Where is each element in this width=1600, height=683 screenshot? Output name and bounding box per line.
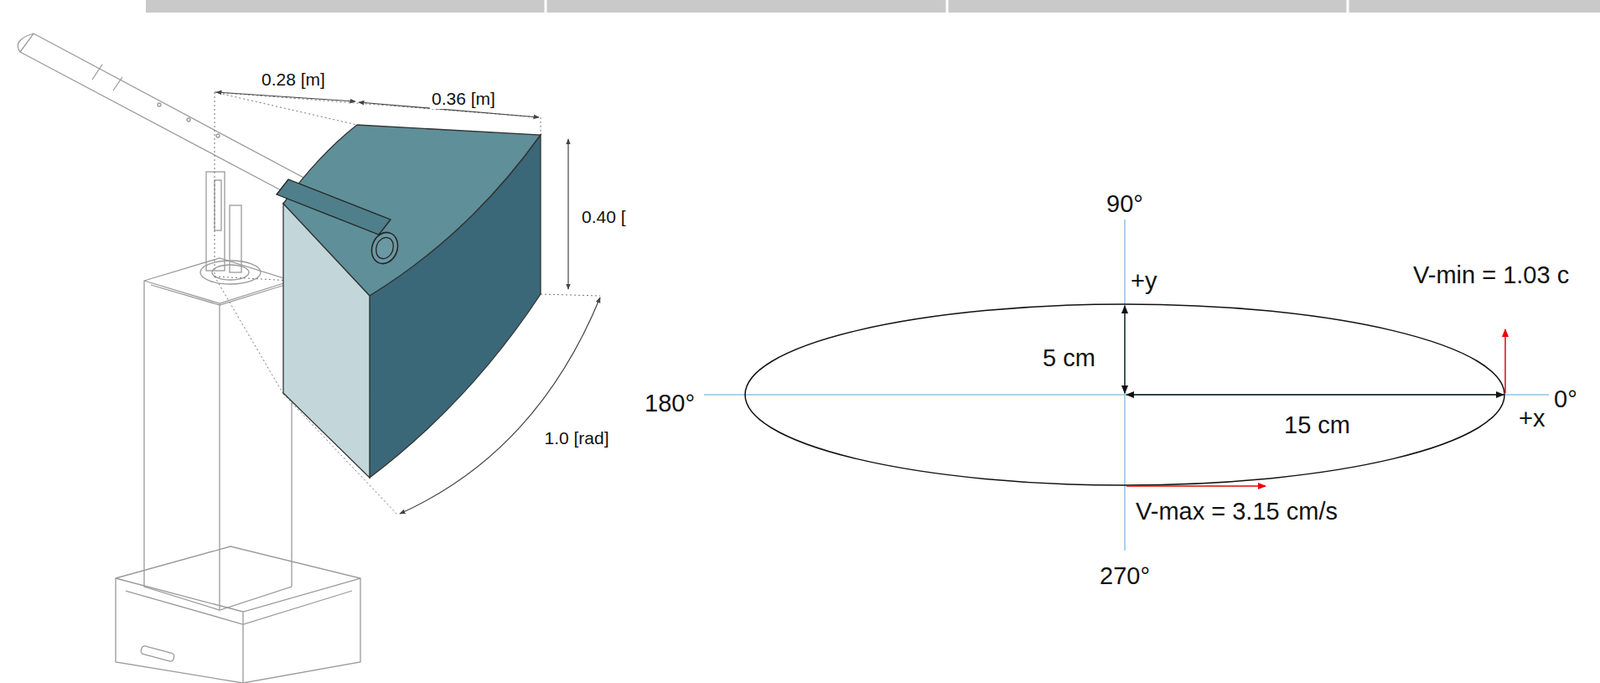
angle-label: 180° [642,390,697,418]
y-axis [1123,219,1126,551]
semi-major-arrow [1126,393,1504,395]
semi-minor-arrow [1123,305,1125,394]
dimension-label: 0.40 [ [579,207,628,227]
dimension-label: 5 cm [1040,345,1098,373]
dimension-arrows [216,92,601,514]
velocity-label: V-min = 1.03 c [1411,262,1571,290]
angle-label: 0° [1552,386,1580,414]
tool-tube [276,179,403,268]
construction-lines [214,92,601,516]
x-axis [704,393,1549,396]
angle-label: 270° [1097,563,1152,591]
angle-label: 90° [1104,191,1145,218]
workspace-front [369,134,541,478]
bar-separators [545,0,1348,13]
velocity-max-arrow [1126,485,1266,487]
axis-label: +y [1128,268,1159,296]
workspace-side [283,203,370,478]
velocity-label: V-max = 3.15 cm/s [1133,498,1340,526]
axis-label: +x [1517,405,1547,433]
velocity-min-arrow [1504,329,1507,394]
dimension-label: 0.28 [m] [259,69,327,89]
dimension-label: 1.0 [rad] [542,428,611,448]
ellipse-path [745,304,1505,486]
dimension-label: 15 cm [1282,412,1352,440]
dimension-label: 0.36 [m] [429,88,498,109]
robot-illustration [17,33,601,683]
header-bar [145,0,1600,13]
